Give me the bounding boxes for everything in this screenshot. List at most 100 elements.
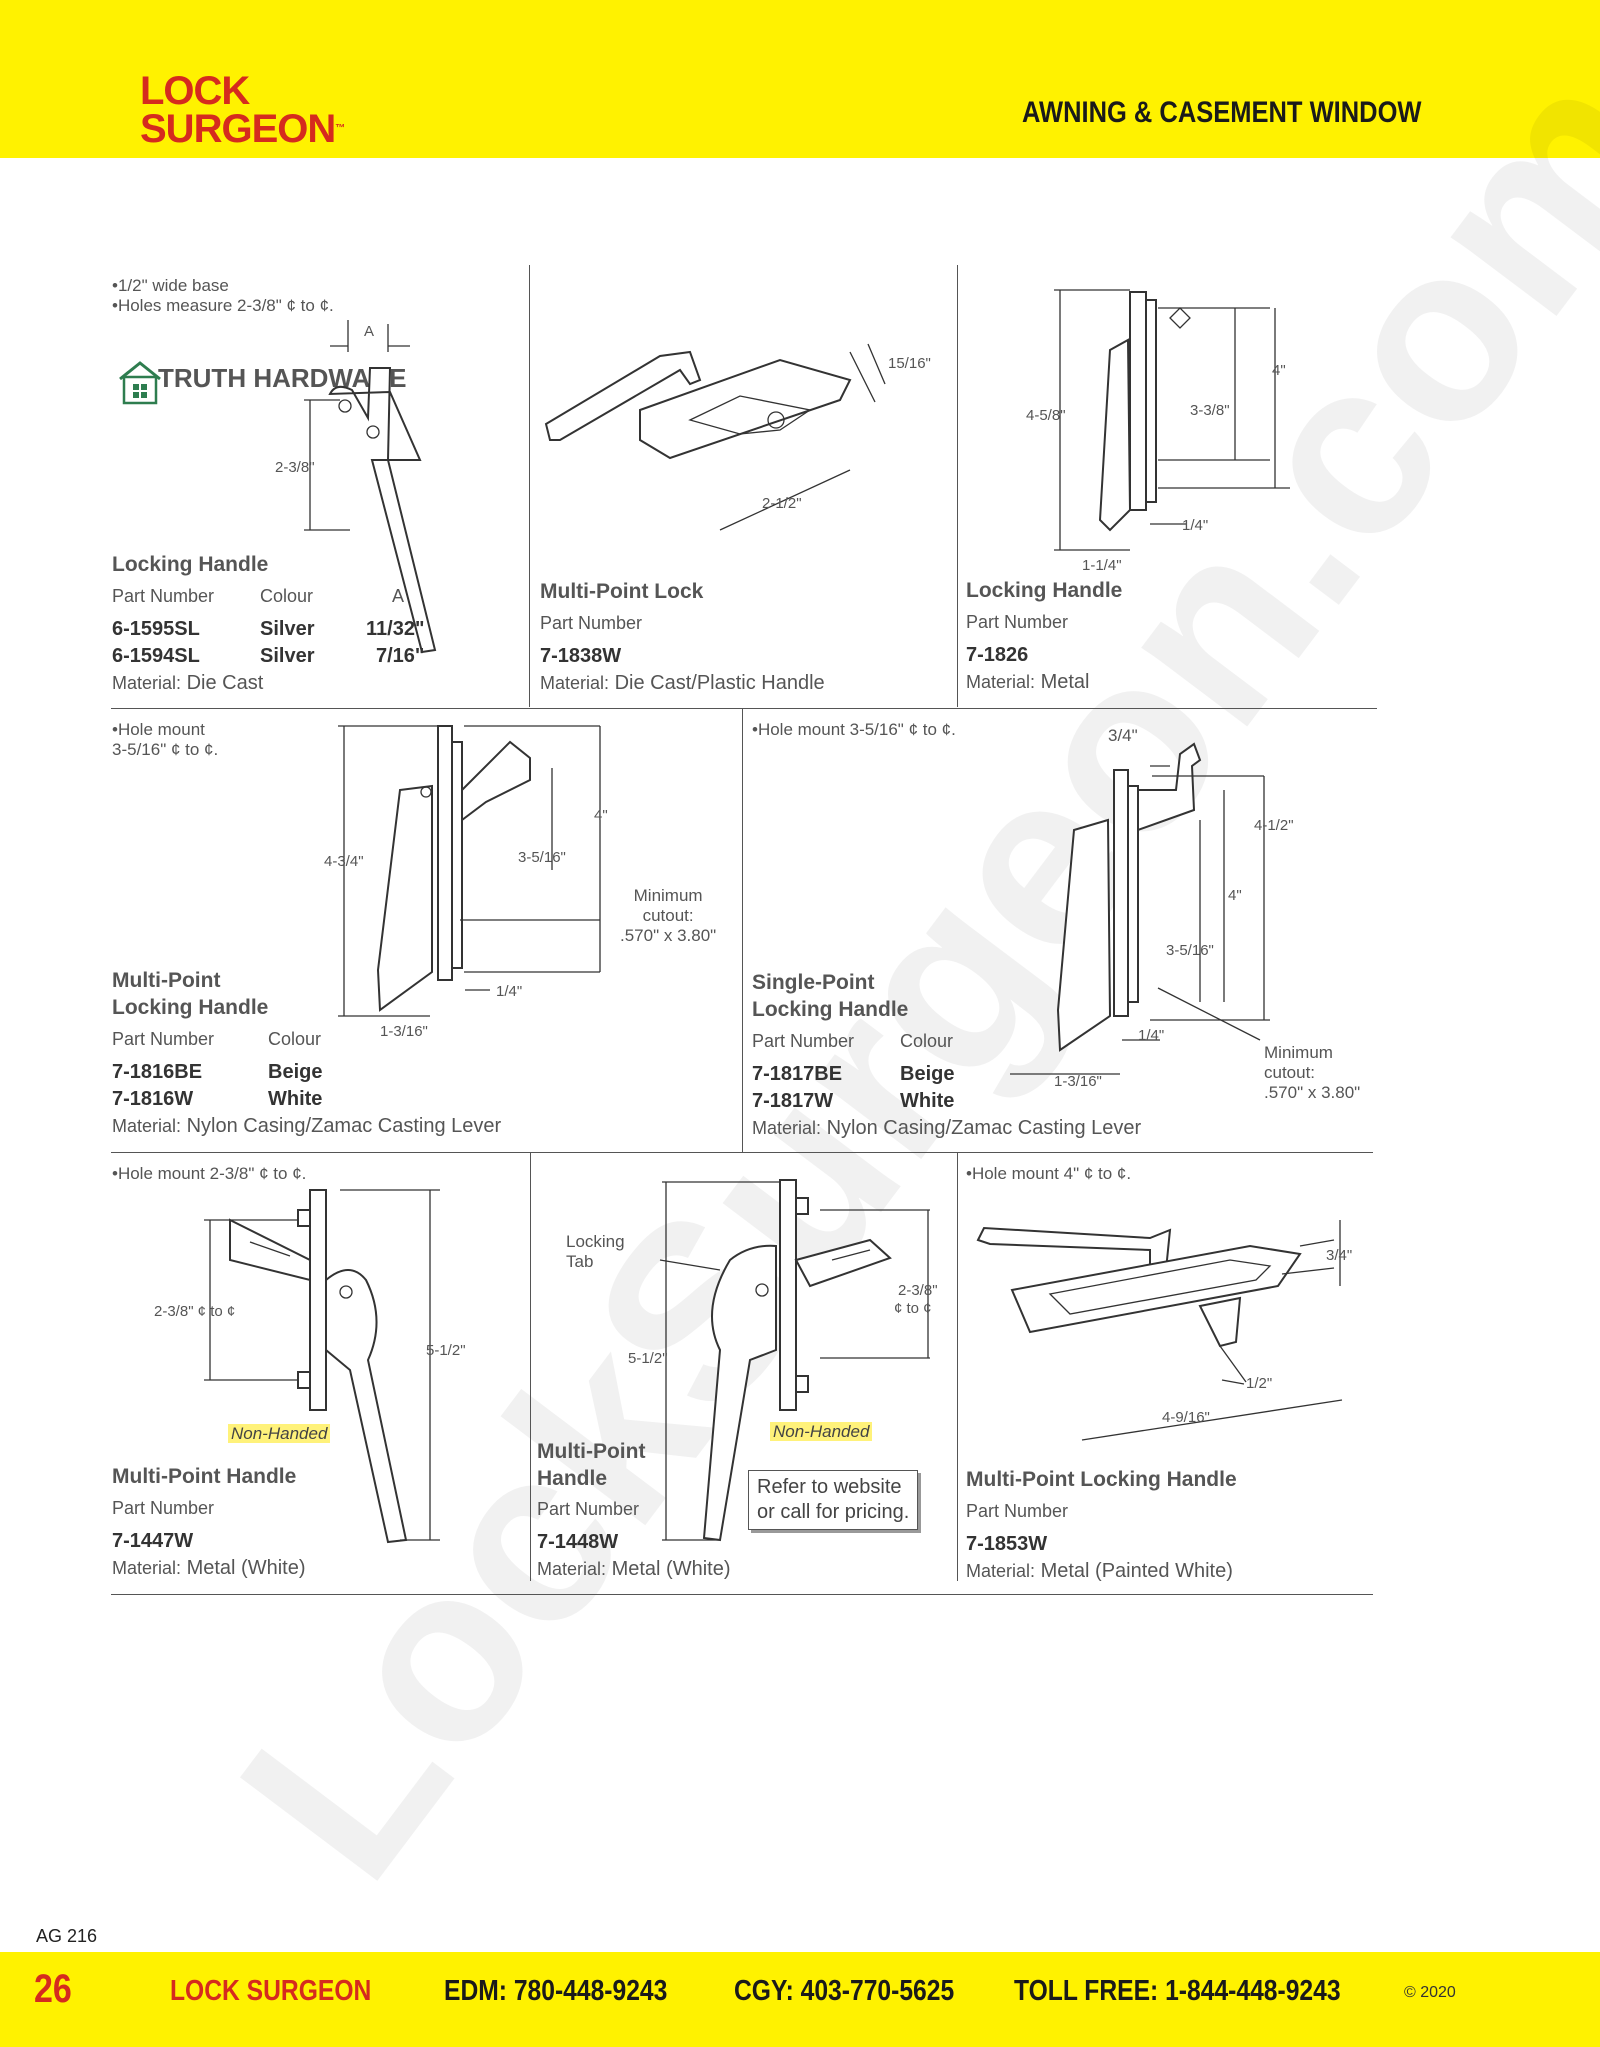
material: Material: Nylon Casing/Zamac Casting Lev… <box>752 1117 1142 1139</box>
section-title: AWNING & CASEMENT WINDOW <box>1022 96 1422 129</box>
dim-label: 3/4" <box>1326 1247 1352 1264</box>
dim-label: A <box>364 323 374 340</box>
part-header: Part Number <box>752 1031 855 1051</box>
part-header: Part Number <box>112 1029 215 1049</box>
multi-point-locking-handle-diagram: 4-3/4" 4" 3-5/16" 1/4" 1-3/16" <box>324 725 608 1040</box>
product-title: Locking Handle <box>966 579 1123 602</box>
header-bar <box>0 0 1600 158</box>
divider <box>530 1153 531 1581</box>
multi-point-handle-diagram: 2-3/8" ¢ to ¢ 5-1/2" <box>154 1189 466 1544</box>
a-header: A <box>392 586 405 606</box>
single-point-locking-handle-diagram: 4-1/2" 4" 3-5/16" 1/4" 1-3/16" <box>1010 742 1294 1090</box>
locking-handle-diagram: 4-5/8" 3-3/8" 4" 1/4" 1-1/4" <box>1026 289 1290 574</box>
cgy-phone[interactable]: CGY: 403-770-5625 <box>734 1975 955 2007</box>
part-number: 7-1817W <box>752 1090 834 1112</box>
part-number: 7-1826 <box>966 644 1029 666</box>
part-number: 7-1853W <box>966 1533 1048 1555</box>
non-handed-tag: Non-Handed <box>228 1424 331 1444</box>
copyright: © 2020 <box>1404 1984 1456 2001</box>
material: Material: Metal (White) <box>112 1557 306 1579</box>
part-header: Part Number <box>966 1501 1069 1521</box>
part-number: 7-1447W <box>112 1530 194 1552</box>
dim-label: 15/16" <box>888 355 931 372</box>
logo-trademark: ™ <box>335 123 346 134</box>
lock-surgeon-logo[interactable]: LOCK SURGEON™ <box>140 71 346 151</box>
dim-label: 1/2" <box>1246 1375 1272 1392</box>
edm-phone[interactable]: EDM: 780-448-9243 <box>444 1975 668 2007</box>
part-colour: Beige <box>900 1063 955 1085</box>
product-note: •Hole mount 4" ¢ to ¢. <box>966 1164 1132 1183</box>
product-title: Locking Handle <box>112 553 269 576</box>
product-title: Multi-Point Handle <box>112 1465 297 1488</box>
product-note: •Hole mount 3-5/16" ¢ to ¢. <box>112 720 219 759</box>
dim-label: 1/4" <box>1182 517 1208 534</box>
dim-label: 2-3/8" <box>898 1282 938 1299</box>
dim-label: 5-1/2" <box>426 1342 466 1359</box>
divider <box>742 709 743 1152</box>
part-header: Part Number <box>112 586 215 606</box>
material: Material: Die Cast <box>112 672 264 694</box>
part-colour: White <box>268 1088 323 1110</box>
part-colour: Silver <box>260 645 315 667</box>
locking-handle-diagram: A 2-3/8" <box>275 320 437 654</box>
material: Material: Metal <box>966 671 1090 693</box>
divider <box>111 1152 1373 1153</box>
page-code: AG 216 <box>36 1926 98 1946</box>
material: Material: Metal (White) <box>537 1558 731 1580</box>
dim-label: 1/4" <box>1138 1027 1164 1044</box>
product-title: Multi-Point Locking Handle <box>966 1468 1237 1491</box>
part-number: 7-1838W <box>540 645 622 667</box>
dim-label: 2-3/8" <box>275 459 315 476</box>
dim-label: 4-5/8" <box>1026 407 1066 424</box>
divider <box>957 1153 958 1581</box>
part-number: 6-1594SL <box>112 645 200 667</box>
part-size: 11/32" <box>366 618 425 640</box>
part-header: Part Number <box>112 1498 215 1518</box>
material: Material: Metal (Painted White) <box>966 1560 1233 1582</box>
dim-label: 4" <box>1228 887 1242 904</box>
dim-label: 3-3/8" <box>1190 402 1230 419</box>
dim-label: 1-3/16" <box>1054 1073 1102 1090</box>
dim-label: 5-1/2" <box>628 1350 668 1367</box>
product-note: •Hole mount 3-5/16" ¢ to ¢. <box>752 720 956 739</box>
product-note: •Hole mount 2-3/8" ¢ to ¢. <box>112 1164 307 1183</box>
page-number: 26 <box>34 1967 72 2011</box>
brand-wordmark: TRUTH HARDWARE <box>158 363 406 393</box>
multi-point-locking-handle-diagram: 3/4" 1/2" 4-9/16" <box>976 1220 1352 1441</box>
dim-label: 2-3/8" ¢ to ¢ <box>154 1303 235 1320</box>
toll-free-phone[interactable]: TOLL FREE: 1-844-448-9243 <box>1014 1975 1341 2007</box>
part-number: 6-1595SL <box>112 618 200 640</box>
dim-label: 1-3/16" <box>380 1023 428 1040</box>
dim-label: 3-5/16" <box>1166 942 1214 959</box>
multi-point-handle-diagram: 5-1/2" 2-3/8" ¢ to ¢ <box>628 1179 938 1542</box>
dim-label: 4-3/4" <box>324 853 364 870</box>
divider <box>111 708 1377 709</box>
truth-hardware-logo: TRUTH HARDWARE <box>118 357 406 407</box>
footer-brand[interactable]: LOCK SURGEON <box>170 1975 372 2007</box>
part-header: Part Number <box>537 1499 640 1519</box>
dim-label: 4" <box>594 807 608 824</box>
dim-label: 1-1/4" <box>1082 557 1122 574</box>
part-header: Part Number <box>966 612 1069 632</box>
multi-point-lock-diagram: 15/16" 2-1/2" <box>544 343 931 531</box>
dim-label: ¢ to ¢ <box>894 1300 932 1317</box>
non-handed-tag: Non-Handed <box>770 1422 873 1442</box>
divider <box>529 265 530 707</box>
part-number: 7-1448W <box>537 1531 619 1553</box>
logo-line-2: SURGEON <box>140 107 336 151</box>
divider <box>957 265 958 707</box>
dim-label: 3-5/16" <box>518 849 566 866</box>
dim-label: 1/4" <box>496 983 522 1000</box>
material: Material: Die Cast/Plastic Handle <box>540 672 825 694</box>
colour-header: Colour <box>268 1029 322 1049</box>
colour-header: Colour <box>900 1031 954 1051</box>
part-colour: Silver <box>260 618 315 640</box>
part-colour: Beige <box>268 1061 323 1083</box>
material: Material: Nylon Casing/Zamac Casting Lev… <box>112 1115 502 1137</box>
